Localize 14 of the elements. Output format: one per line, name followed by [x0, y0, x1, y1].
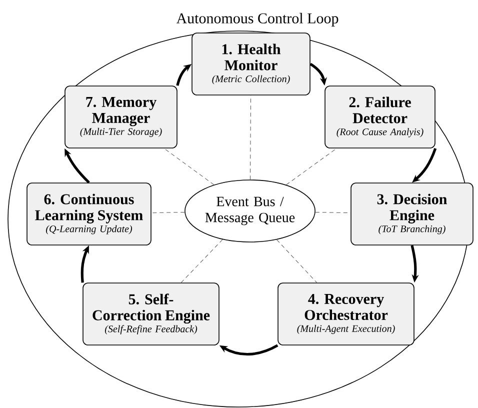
- process-box: 5. Self-Correction Engine (Self-Refine Feedback): [82, 282, 220, 346]
- process-box: 1. Health Monitor (Metric Collection): [192, 32, 310, 96]
- dashed-connector: [151, 212, 185, 214]
- process-box: 6. Continuous Learning System (Q-Learning Update): [26, 182, 152, 246]
- process-box: 2. Failure Detector (Root Cause Analyis): [324, 86, 436, 148]
- dashed-connector: [164, 148, 214, 186]
- dashed-connector: [286, 148, 337, 186]
- process-box: 7. Memory Manager (Multi-Tier Storage): [64, 86, 178, 148]
- dashed-connector: [250, 95, 252, 180]
- process-box: 3. Decision Engine (ToT Branching): [350, 182, 474, 246]
- dashed-connector: [180, 239, 223, 283]
- dashed-connector: [276, 239, 317, 283]
- process-box: 4. Recovery Orchestrator (Multi-Agent Execution): [278, 282, 414, 346]
- node-label: Autonomous Control Loop: [176, 12, 338, 26]
